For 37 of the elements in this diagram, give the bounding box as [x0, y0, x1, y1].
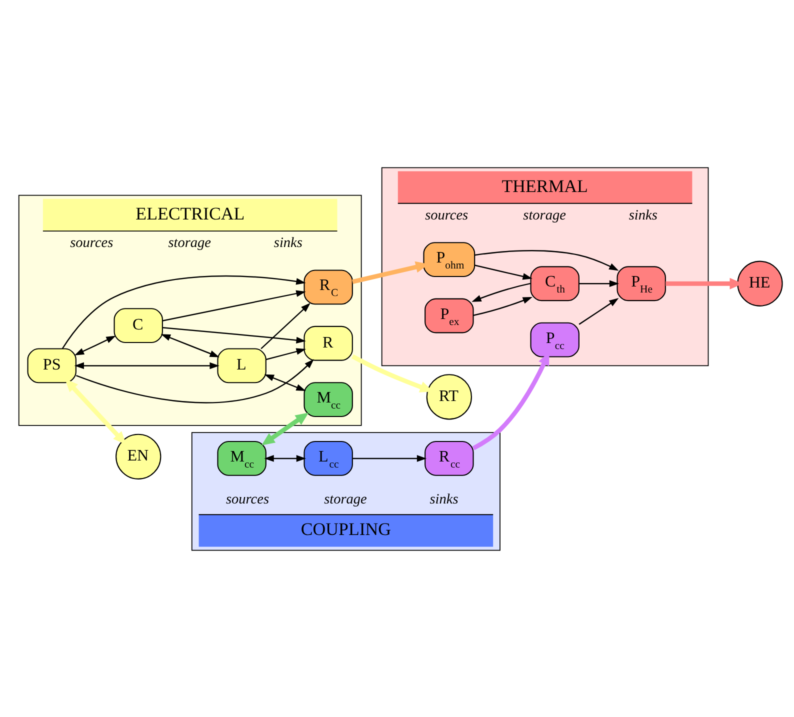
arrow	[474, 249, 619, 270]
node-box: R$_{cc}$	[424, 440, 474, 476]
node-box: P$_{He}$	[616, 266, 666, 301]
node-circle: EN	[116, 433, 162, 479]
node-box: R$_{C}$	[304, 269, 353, 304]
node-box: P$_{ex}$	[424, 298, 474, 333]
arrow	[579, 280, 620, 287]
node-box: R	[304, 325, 353, 360]
arrow	[352, 454, 427, 462]
arrow	[262, 412, 309, 445]
arrow	[64, 378, 126, 444]
arrow	[264, 454, 306, 462]
node-box: L	[217, 348, 266, 383]
arrow	[162, 290, 306, 321]
arrow	[62, 274, 306, 348]
node-box: C$_{th}$	[530, 266, 580, 301]
node-circle: RT	[426, 374, 472, 420]
arrow	[264, 374, 306, 390]
node-box: C	[114, 308, 163, 343]
arrow	[474, 264, 532, 280]
node-box: P$_{cc}$	[530, 322, 580, 357]
arrow	[74, 362, 220, 369]
arrow	[473, 296, 532, 316]
arrow	[160, 334, 220, 357]
arrow	[74, 335, 116, 355]
arrow	[472, 282, 531, 302]
node-box: M$_{cc}$	[304, 382, 353, 417]
node-box: M$_{cc}$	[217, 440, 266, 476]
arrow	[260, 302, 310, 349]
arrow	[162, 326, 306, 344]
node-circle: HE	[737, 260, 783, 306]
node-box: PS	[27, 348, 76, 383]
node-box: L$_{cc}$	[304, 440, 353, 476]
arrow	[578, 298, 619, 324]
node-box: P$_{ohm}$	[423, 242, 476, 277]
arrow	[76, 358, 314, 403]
arrow	[266, 348, 306, 360]
